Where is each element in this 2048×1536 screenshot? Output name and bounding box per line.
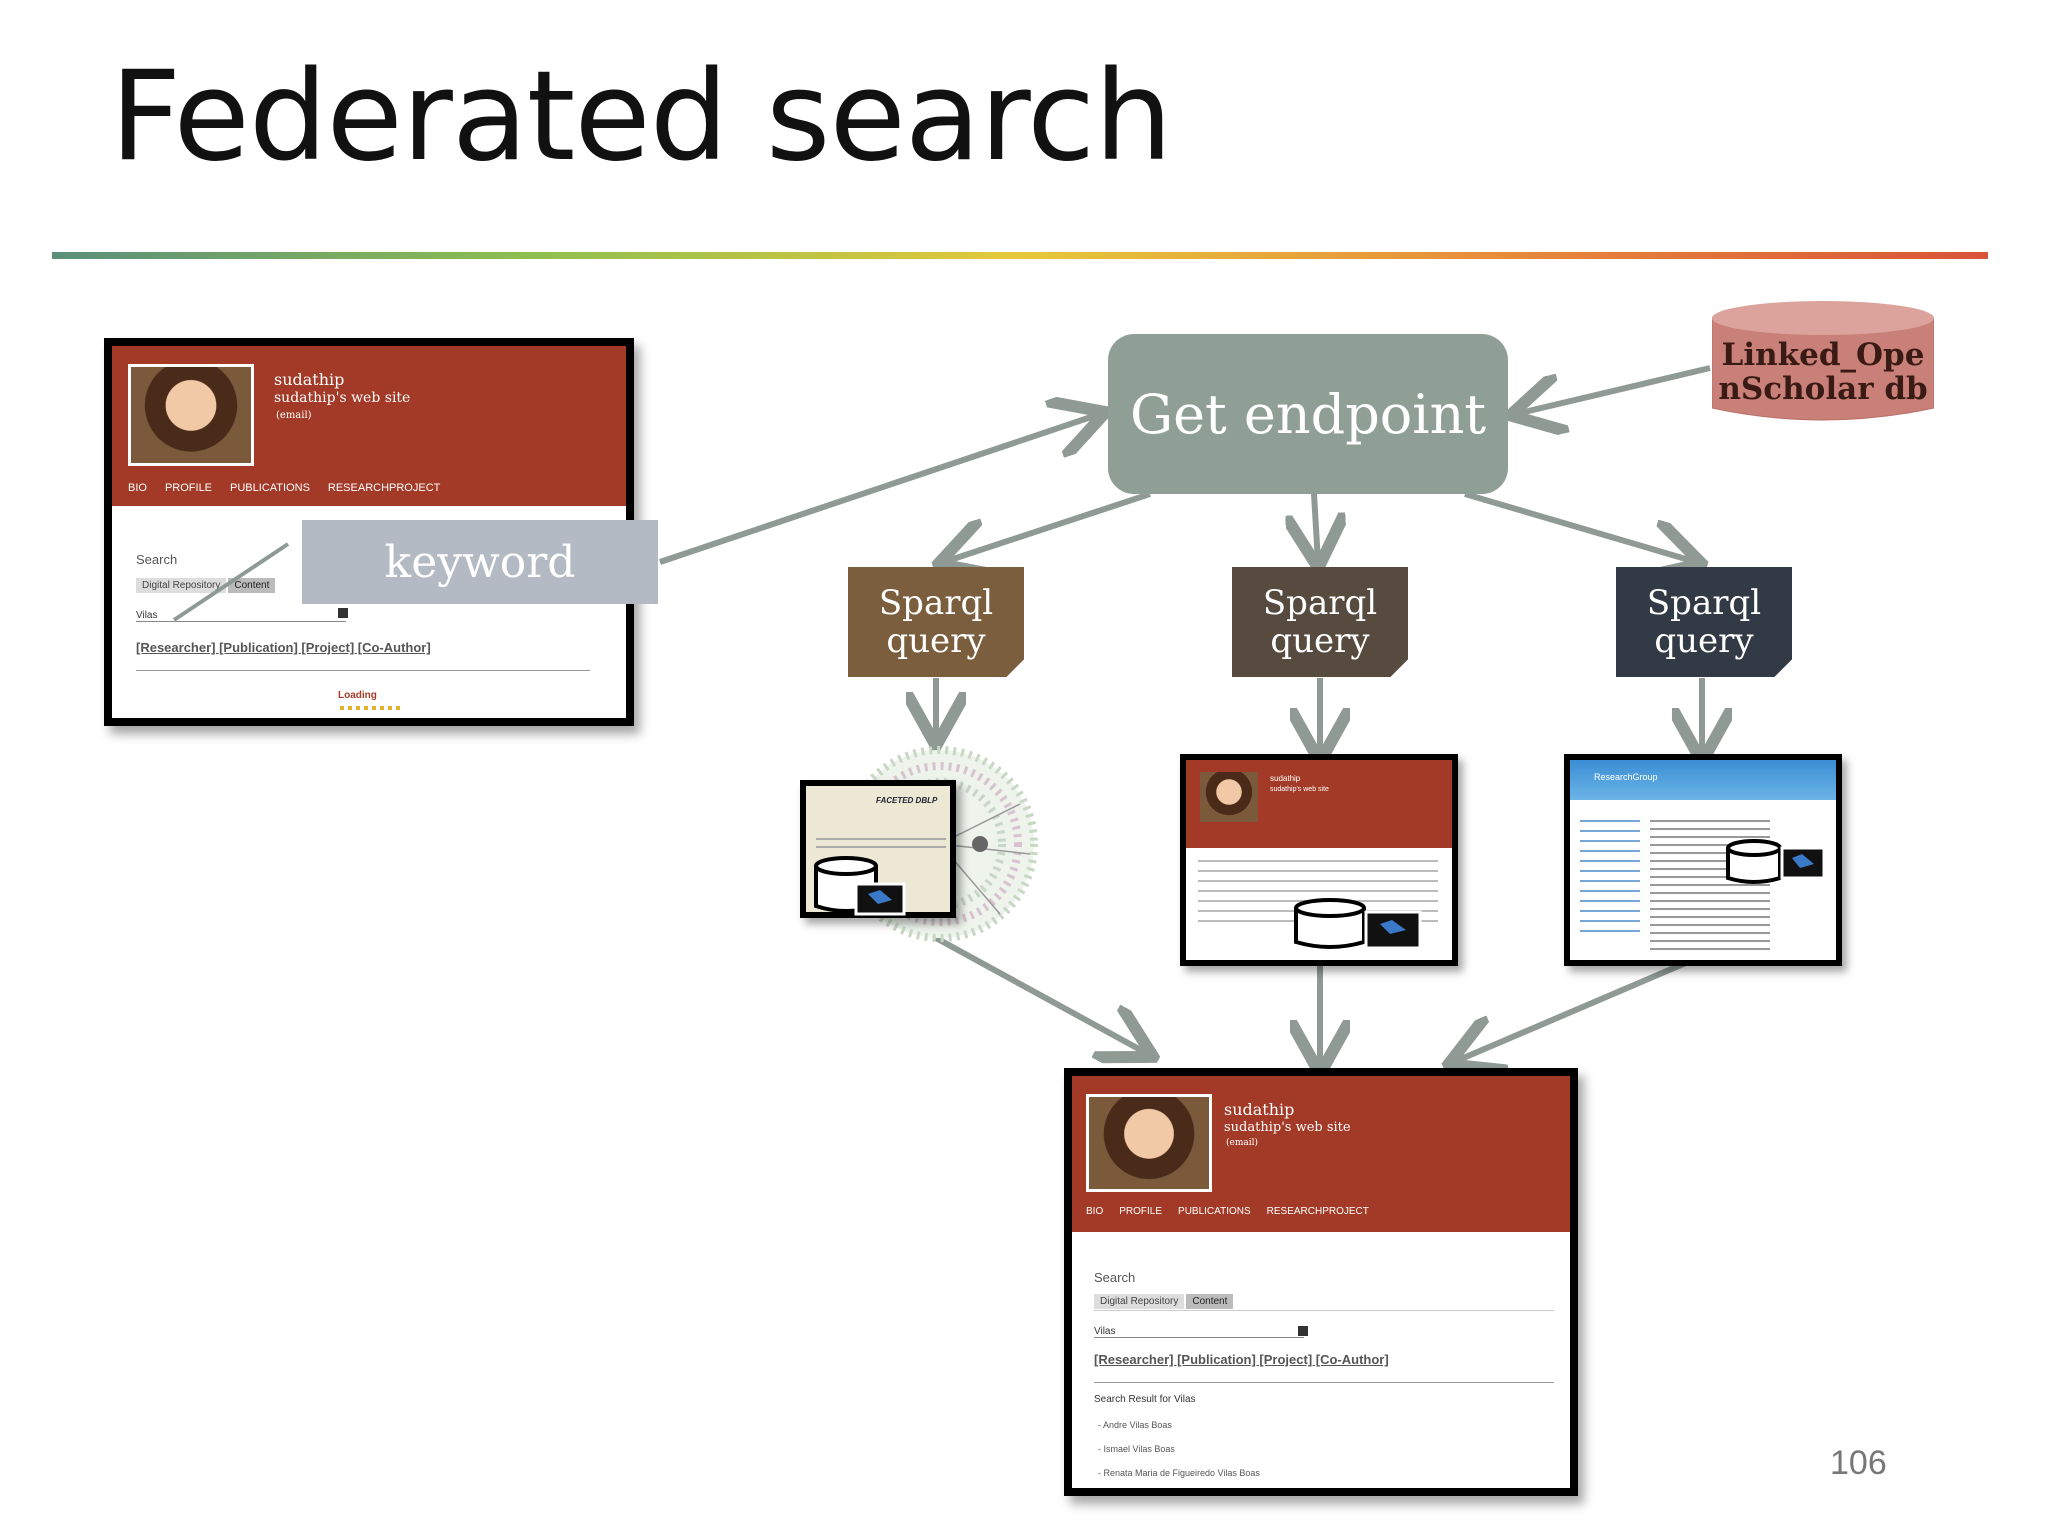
research-group-title: ResearchGroup (1594, 772, 1658, 782)
sparql-query-box-2: Sparql query (1232, 567, 1408, 677)
result-nav-publications[interactable]: PUBLICATIONS (1178, 1206, 1251, 1217)
research-group-header (1570, 760, 1836, 800)
arrow-endpoint-to-sparql-3 (1464, 491, 1696, 562)
rdf-db-1 (814, 856, 906, 916)
result-item-2[interactable]: - Ismael Vilas Boas (1098, 1444, 1175, 1454)
arrow-keyword-to-endpoint (659, 414, 1100, 565)
nav-bio[interactable]: BIO (128, 482, 147, 494)
divider (136, 670, 590, 671)
arrow-dblp-to-result (934, 935, 1148, 1054)
rdf-db-2 (1294, 898, 1422, 950)
faceted-search-bar (816, 838, 946, 840)
result-category-links[interactable]: [Researcher] [Publication] [Project] [Co… (1094, 1352, 1389, 1367)
result-search-input[interactable]: Vilas (1094, 1326, 1304, 1338)
result-nav-bio[interactable]: BIO (1086, 1206, 1104, 1217)
site-email: (email) (276, 410, 312, 421)
result-divider (1094, 1382, 1554, 1383)
result-search-icon[interactable] (1298, 1326, 1308, 1336)
result-tab-underline (1094, 1310, 1554, 1311)
loading-text: Loading (338, 690, 377, 701)
category-links[interactable]: [Researcher] [Publication] [Project] [Co… (136, 640, 431, 655)
research-group-sidebar (1580, 820, 1640, 940)
result-site-header: sudathip sudathip's web site (email) BIO… (1072, 1076, 1570, 1232)
title-divider (52, 252, 1988, 259)
result-item-1[interactable]: - Andre Vilas Boas (1098, 1420, 1172, 1430)
tab-content[interactable]: Content (228, 578, 276, 593)
mini-profile-photo (1200, 772, 1258, 822)
profile-photo (128, 364, 254, 466)
arrow-endpoint-to-sparql-2 (1314, 493, 1318, 562)
site-nav: BIO PROFILE PUBLICATIONS RESEARCHPROJECT (128, 482, 440, 494)
result-site-email: (email) (1226, 1138, 1259, 1148)
result-tab-digital-repository[interactable]: Digital Repository (1094, 1294, 1185, 1309)
site-screenshot-input: sudathip sudathip's web site (email) BIO… (104, 338, 634, 726)
database-cylinder (1712, 301, 1934, 421)
result-nav-researchproject[interactable]: RESEARCHPROJECT (1266, 1206, 1369, 1217)
result-site-name: sudathip (1224, 1100, 1295, 1119)
search-icon[interactable] (338, 608, 348, 618)
result-tab-content[interactable]: Content (1186, 1294, 1234, 1309)
result-search-label: Search (1094, 1270, 1136, 1285)
result-profile-photo (1086, 1094, 1212, 1192)
sparql-query-box-1: Sparql query (848, 567, 1024, 677)
tab-digital-repository[interactable]: Digital Repository (136, 578, 227, 593)
result-item-3[interactable]: - Renata Maria de Figueiredo Vilas Boas (1098, 1468, 1260, 1478)
site-header: sudathip sudathip's web site (email) BIO… (112, 346, 626, 506)
faceted-dblp-logo: FACETED DBLP (876, 796, 938, 805)
sparql-query-box-3: Sparql query (1616, 567, 1792, 677)
pointer-line (172, 542, 290, 622)
keyword-box: keyword (302, 520, 658, 604)
rdf-db-3 (1726, 839, 1826, 884)
page-number: 106 (1830, 1444, 1887, 1482)
arrow-research-to-result (1454, 953, 1704, 1062)
nav-researchproject[interactable]: RESEARCHPROJECT (327, 482, 441, 494)
mini-site-name: sudathip (1270, 774, 1301, 783)
nav-profile[interactable]: PROFILE (164, 482, 213, 494)
get-endpoint-box: Get endpoint (1108, 334, 1508, 494)
database-label: Linked_Ope nScholar db (1718, 337, 1928, 407)
site-screenshot-result: sudathip sudathip's web site (email) BIO… (1064, 1068, 1578, 1496)
search-input[interactable]: Vilas (136, 610, 346, 622)
faceted-filter-bar (816, 846, 946, 848)
slide-title: Federated search (110, 45, 1173, 189)
nav-publications[interactable]: PUBLICATIONS (230, 482, 310, 494)
result-site-subtitle: sudathip's web site (1224, 1120, 1351, 1135)
mini-site-subtitle: sudathip's web site (1270, 786, 1329, 793)
result-heading: Search Result for Vilas (1094, 1394, 1196, 1405)
result-nav-profile[interactable]: PROFILE (1119, 1206, 1163, 1217)
result-site-nav: BIO PROFILE PUBLICATIONS RESEARCHPROJECT (1086, 1206, 1369, 1217)
arrow-endpoint-to-sparql-1 (944, 491, 1151, 562)
loading-dots (340, 706, 400, 710)
arrow-db-to-endpoint (1516, 365, 1711, 414)
site-subtitle: sudathip's web site (274, 390, 411, 406)
search-label: Search (136, 552, 178, 567)
site-name: sudathip (274, 370, 345, 389)
